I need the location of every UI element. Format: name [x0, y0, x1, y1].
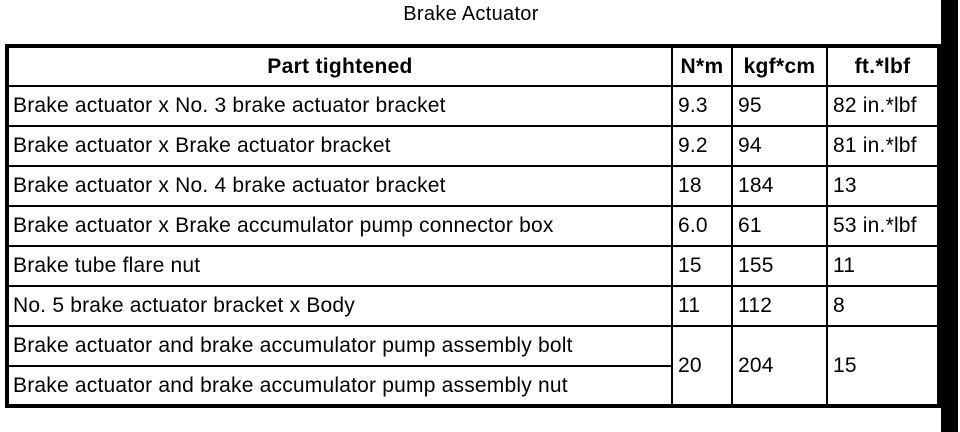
scan-edge-bar [941, 0, 958, 432]
part-cell: Brake actuator and brake accumulator pum… [6, 365, 673, 407]
header-row: Part tightened N*m kgf*cm ft.*lbf [6, 45, 940, 87]
nm-cell: 9.3 [671, 85, 733, 127]
part-cell: No. 5 brake actuator bracket x Body [6, 285, 673, 327]
ftlbf-cell: 13 [826, 165, 940, 207]
kgfcm-cell: 112 [731, 285, 828, 327]
kgfcm-cell: 94 [731, 125, 828, 167]
ftlbf-cell-merged: 15 [826, 325, 940, 407]
col-header-kgfcm: kgf*cm [731, 45, 828, 87]
nm-cell-merged: 20 [671, 325, 733, 407]
part-cell: Brake actuator and brake accumulator pum… [6, 325, 673, 367]
ftlbf-cell: 82 in.*lbf [826, 85, 940, 127]
part-cell: Brake actuator x Brake accumulator pump … [6, 205, 673, 247]
table-row: Brake actuator x Brake accumulator pump … [6, 205, 940, 247]
part-cell: Brake actuator x No. 4 brake actuator br… [6, 165, 673, 207]
table-row: Brake actuator and brake accumulator pum… [6, 325, 940, 407]
nm-cell: 6.0 [671, 205, 733, 247]
ftlbf-cell: 81 in.*lbf [826, 125, 940, 167]
nm-cell: 9.2 [671, 125, 733, 167]
kgfcm-cell: 155 [731, 245, 828, 287]
table-row: Brake actuator and brake accumulator pum… [6, 365, 939, 407]
nm-cell: 15 [671, 245, 733, 287]
kgfcm-cell: 61 [731, 205, 828, 247]
page-title: Brake Actuator [403, 3, 539, 25]
table-row: Brake actuator x No. 3 brake actuator br… [6, 85, 940, 127]
kgfcm-cell: 184 [731, 165, 828, 207]
nm-cell: 11 [671, 285, 733, 327]
table-row: Brake actuator x Brake actuator bracket … [6, 125, 940, 167]
col-header-ftlbf: ft.*lbf [826, 45, 940, 87]
torque-spec-table: Part tightened N*m kgf*cm ft.*lbf Brake … [5, 44, 941, 408]
ftlbf-cell: 11 [826, 245, 940, 287]
kgfcm-cell-merged: 204 [731, 325, 828, 407]
part-cell: Brake tube flare nut [6, 245, 673, 287]
part-cell: Brake actuator x No. 3 brake actuator br… [6, 85, 673, 127]
table-row: Brake actuator x No. 4 brake actuator br… [6, 165, 940, 207]
ftlbf-cell: 8 [826, 285, 940, 327]
part-cell: Brake actuator x Brake actuator bracket [6, 125, 673, 167]
nm-cell: 18 [671, 165, 733, 207]
table-row: Brake tube flare nut 15 155 11 [6, 245, 940, 287]
col-header-part-tightened: Part tightened [6, 45, 673, 87]
table-row: No. 5 brake actuator bracket x Body 11 1… [6, 285, 940, 327]
ftlbf-cell: 53 in.*lbf [826, 205, 940, 247]
col-header-nm: N*m [671, 45, 733, 87]
kgfcm-cell: 95 [731, 85, 828, 127]
